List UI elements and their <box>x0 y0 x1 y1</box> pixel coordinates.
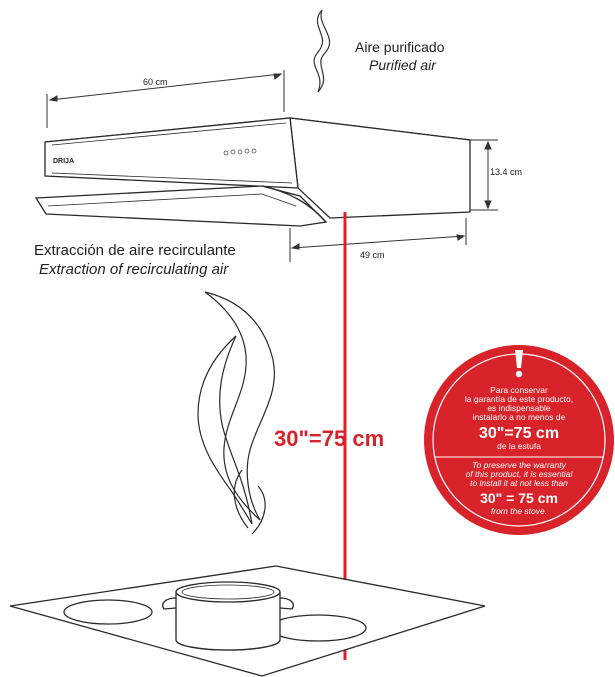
warning-es-value: 30"=75 cm <box>479 425 559 442</box>
purified-air-label-en: Purified air <box>369 57 437 73</box>
depth-label: 49 cm <box>360 250 385 260</box>
width-dimension <box>46 70 285 128</box>
depth-dimension <box>289 218 467 262</box>
control-buttons-icon <box>223 148 257 156</box>
brand-label: DRIJA <box>53 158 74 165</box>
exclamation-icon <box>515 350 523 378</box>
warning-es-tail: de la estufa <box>497 441 541 451</box>
warning-en-tail: from the stove. <box>491 506 547 516</box>
warning-es-line-3: es indispensable <box>487 403 551 413</box>
warning-en-line-1: To preserve the warranty <box>472 460 566 470</box>
height-dimension <box>470 139 498 211</box>
steam-icon <box>197 291 275 535</box>
width-label: 60 cm <box>143 77 168 87</box>
warning-en-line-2: of this product, it is essential <box>466 469 574 479</box>
warning-es-line-4: instalarlo a no menos de <box>473 412 566 422</box>
warning-es-line-2: la garantía de este producto, <box>465 394 573 404</box>
purified-air-wisp-icon <box>313 9 331 93</box>
extraction-label-es: Extracción de aire recirculante <box>34 242 236 259</box>
pot-icon <box>162 581 294 651</box>
purified-air-label-es: Aire purificado <box>355 39 445 55</box>
warning-en-value: 30" = 75 cm <box>480 490 558 506</box>
warning-badge: Para conservar la garantía de este produ… <box>424 345 614 535</box>
distance-label: 30"=75 cm <box>274 426 384 451</box>
range-hood <box>34 117 471 227</box>
warning-en-line-3: to install it at not less than <box>470 478 568 488</box>
extraction-label-en: Extraction of recirculating air <box>39 261 229 278</box>
warning-es-line-1: Para conservar <box>490 385 548 395</box>
height-label: 13.4 cm <box>490 167 522 177</box>
